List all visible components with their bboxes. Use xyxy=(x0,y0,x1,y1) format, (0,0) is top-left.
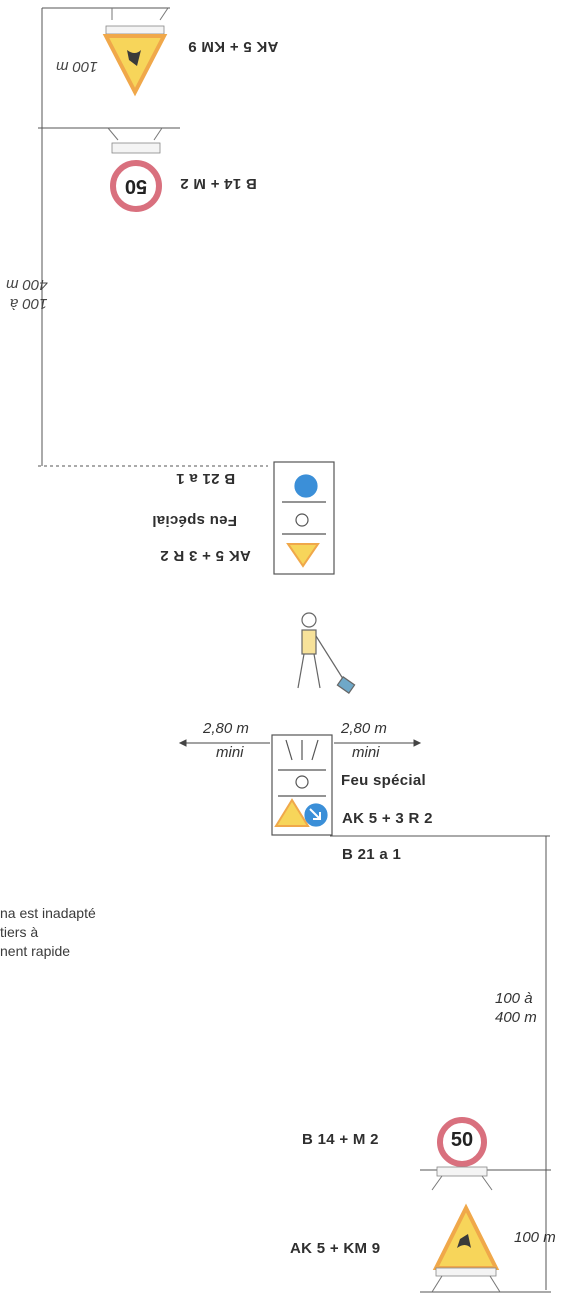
lane-width-left-min: mini xyxy=(216,744,244,761)
upper-speed-value: 50 xyxy=(120,174,152,197)
dist-100-400-line2: 400 m xyxy=(495,1009,537,1026)
lower-label-b21: B 21 a 1 xyxy=(342,846,401,863)
dist-100: 100 m xyxy=(514,1229,556,1246)
lane-width-left: 2,80 m xyxy=(203,720,249,737)
lane-width-right-min: mini xyxy=(352,744,380,761)
lower-speed-value: 50 xyxy=(446,1129,478,1152)
note-line-1: na est inadapté xyxy=(0,904,96,923)
lower-dimension-lines xyxy=(330,836,551,1292)
upper-dist-100: 100 m xyxy=(56,58,98,75)
lane-width-right: 2,80 m xyxy=(341,720,387,737)
upper-label-b14: B 14 + M 2 xyxy=(180,175,257,192)
lower-label-ak5: AK 5 + KM 9 xyxy=(290,1240,380,1257)
upper-label-ak5-3r2: AK 5 + 3 R 2 xyxy=(160,547,251,564)
note-text: na est inadapté tiers à nent rapide xyxy=(0,904,96,961)
note-line-2: tiers à xyxy=(0,923,96,942)
worker-figure xyxy=(298,613,355,693)
lower-label-b14: B 14 + M 2 xyxy=(302,1131,379,1148)
upper-label-ak5: AK 5 + KM 9 xyxy=(188,38,278,55)
lower-roadworks-sign xyxy=(432,1208,500,1292)
upper-label-b21: B 21 a 1 xyxy=(176,470,235,487)
lower-barrier-block xyxy=(272,735,332,835)
upper-dist-400: 400 m xyxy=(6,276,48,293)
note-line-3: nent rapide xyxy=(0,942,96,961)
upper-dimension-lines xyxy=(38,8,268,466)
upper-label-feu: Feu spécial xyxy=(152,512,237,529)
lower-label-feu: Feu spécial xyxy=(341,772,426,789)
lower-label-ak5-3r2: AK 5 + 3 R 2 xyxy=(342,810,433,827)
upper-roadworks-sign xyxy=(106,8,168,92)
upper-dist-100a: 100 à xyxy=(10,295,48,312)
dist-100-400-line1: 100 à xyxy=(495,990,533,1007)
upper-barrier-block xyxy=(274,462,334,574)
